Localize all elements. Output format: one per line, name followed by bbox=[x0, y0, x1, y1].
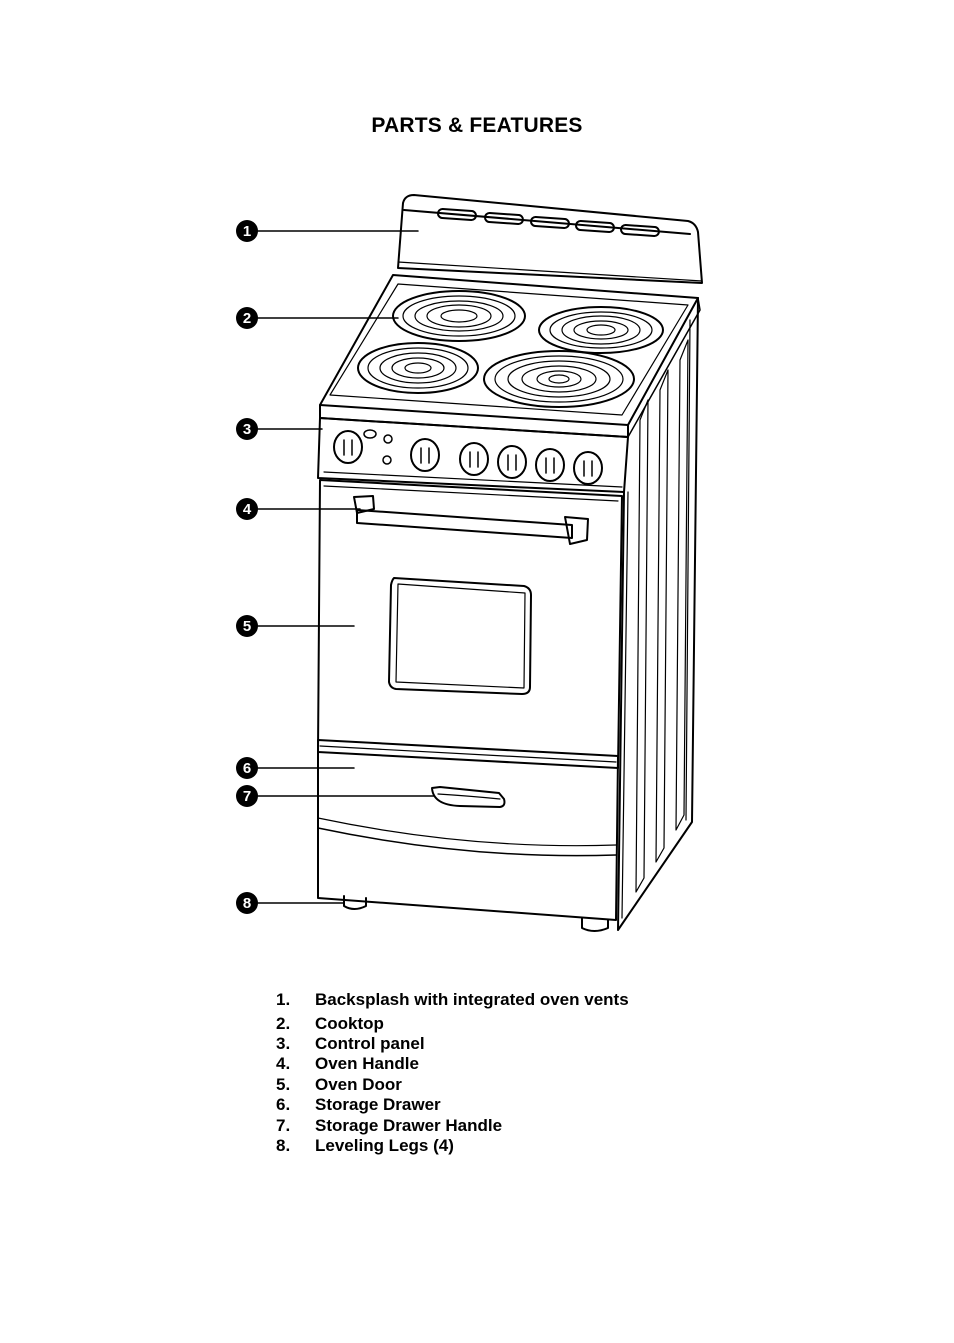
callout-1: 1 bbox=[236, 220, 258, 242]
backsplash bbox=[397, 194, 703, 284]
svg-text:8: 8 bbox=[243, 895, 251, 912]
control-knobs bbox=[333, 430, 603, 485]
control-panel bbox=[317, 417, 629, 493]
svg-text:3: 3 bbox=[243, 421, 251, 438]
callout-6: 6 bbox=[236, 757, 258, 779]
storage-drawer-handle bbox=[431, 786, 506, 808]
callout-5: 5 bbox=[236, 615, 258, 637]
svg-text:6: 6 bbox=[243, 760, 251, 777]
svg-text:1: 1 bbox=[243, 223, 251, 240]
callout-3: 3 bbox=[236, 418, 258, 440]
range-parts-diagram: 1 2 3 4 5 6 7 8 bbox=[236, 194, 703, 932]
leveling-legs bbox=[343, 895, 609, 932]
callout-7: 7 bbox=[236, 785, 258, 807]
burner-back-left bbox=[392, 290, 526, 342]
svg-text:4: 4 bbox=[243, 501, 252, 518]
burner-front-right bbox=[483, 350, 635, 408]
callout-8: 8 bbox=[236, 892, 258, 914]
oven-vents bbox=[437, 207, 660, 238]
burner-back-right bbox=[538, 306, 664, 354]
page-title: PARTS & FEATURES bbox=[371, 114, 583, 137]
leader-lines bbox=[257, 230, 435, 904]
side-panel bbox=[617, 297, 699, 931]
oven-handle bbox=[353, 495, 589, 545]
callout-4: 4 bbox=[236, 498, 258, 520]
svg-text:5: 5 bbox=[243, 618, 251, 635]
svg-text:2: 2 bbox=[243, 310, 251, 327]
callout-2: 2 bbox=[236, 307, 258, 329]
svg-text:7: 7 bbox=[243, 788, 251, 805]
callout-markers: 1 2 3 4 5 6 7 8 bbox=[236, 220, 258, 914]
storage-drawer bbox=[317, 739, 619, 921]
cooktop bbox=[319, 274, 701, 438]
burner-front-left bbox=[357, 342, 479, 394]
